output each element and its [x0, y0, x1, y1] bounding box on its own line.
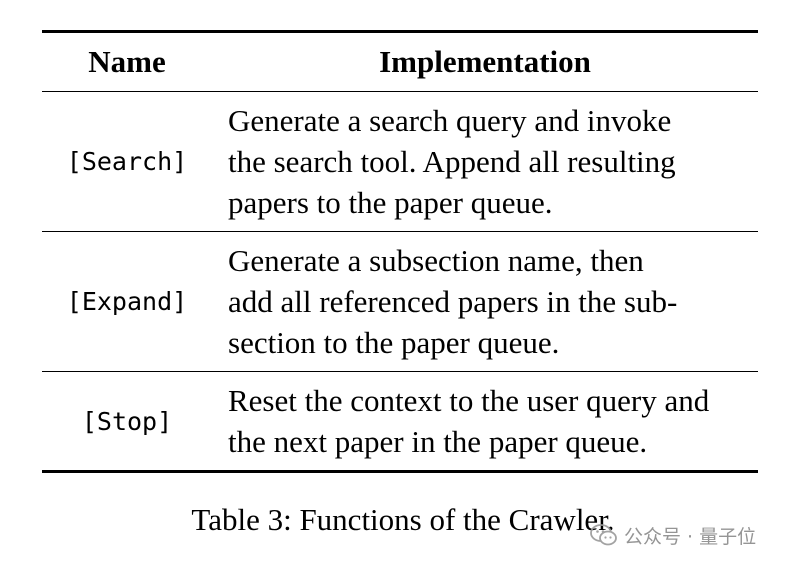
implementation-line: section to the paper queue. [228, 325, 560, 360]
functions-table: Name Implementation [Search] Generate a … [42, 30, 758, 473]
implementation-line: the search tool. Append all resulting [228, 144, 676, 179]
table-caption: Table 3: Functions of the Crawler. [191, 502, 615, 537]
implementation-cell: Reset the context to the user query and … [212, 372, 758, 472]
column-header-name: Name [42, 31, 212, 92]
implementation-cell: Generate a search query and invoke the s… [212, 92, 758, 232]
implementation-line: the next paper in the paper queue. [228, 424, 648, 459]
function-name-cell: [Search] [66, 147, 188, 176]
implementation-line: Generate a search query and invoke [228, 103, 672, 138]
function-name-cell: [Stop] [81, 406, 173, 436]
table-row-search: [Search] Generate a search query and inv… [42, 92, 758, 232]
watermark: 公众号 · 量子位 [590, 520, 756, 550]
implementation-line: Generate a subsection name, then [228, 243, 644, 278]
implementation-line: Reset the context to the user query and [228, 383, 710, 418]
implementation-cell: Generate a subsection name, then add all… [212, 232, 758, 372]
implementation-line: add all referenced papers in the sub- [228, 284, 678, 319]
table-row-stop: [Stop] Reset the context to the user que… [42, 372, 758, 472]
table-row-expand: [Expand] Generate a subsection name, the… [42, 232, 758, 372]
table-header-row: Name Implementation [42, 31, 758, 92]
implementation-line: papers to the paper queue. [228, 185, 553, 220]
column-header-implementation: Implementation [212, 31, 758, 92]
function-name-cell: [Expand] [66, 287, 188, 316]
wechat-icon [590, 523, 618, 547]
watermark-text: 公众号 · 量子位 [624, 525, 757, 548]
functions-table-container: Name Implementation [Search] Generate a … [42, 30, 758, 473]
